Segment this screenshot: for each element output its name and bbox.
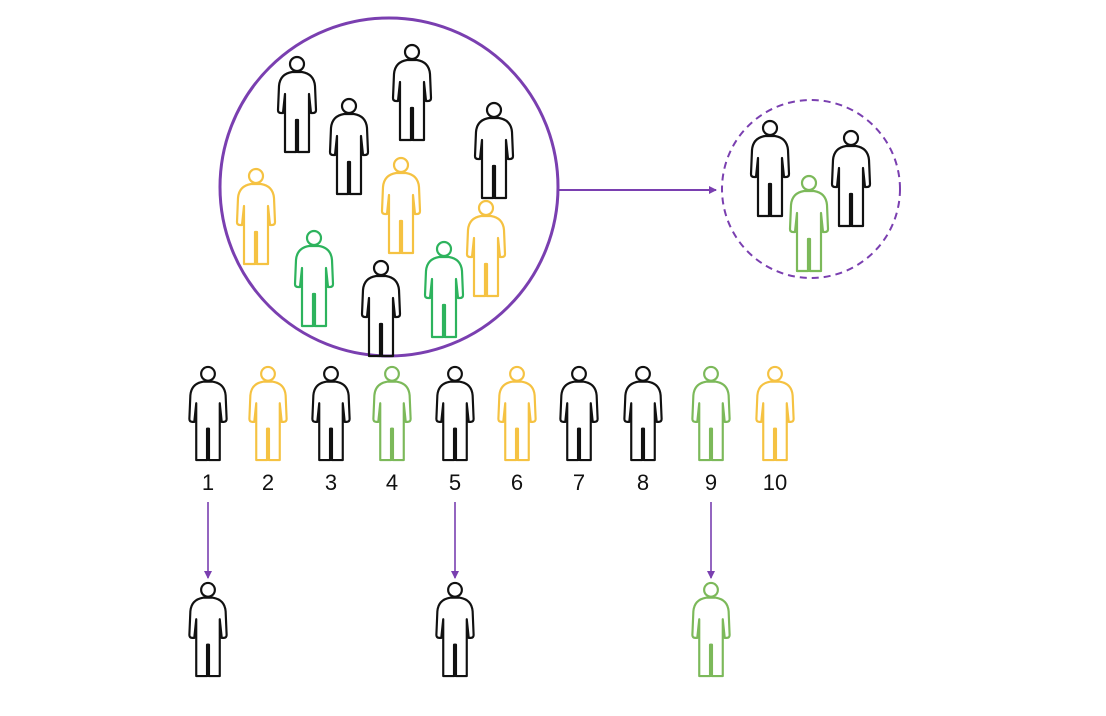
- lineup-person: [311, 365, 351, 462]
- lineup-person: [188, 365, 228, 462]
- population-person: [473, 101, 515, 200]
- lineup-person: [623, 365, 663, 462]
- selected-people: [188, 581, 731, 678]
- lineup-number: 1: [202, 470, 214, 495]
- population-person: [328, 97, 370, 196]
- lineup-person: [755, 365, 795, 462]
- population-person: [391, 43, 433, 142]
- population-people: [235, 43, 515, 358]
- population-person: [293, 229, 335, 328]
- population-person: [423, 240, 465, 339]
- population-person: [235, 167, 277, 266]
- lineup-number: 4: [386, 470, 398, 495]
- lineup-person: [248, 365, 288, 462]
- selected-person: [188, 581, 228, 678]
- population-person: [360, 259, 402, 358]
- selection-arrows: [204, 502, 715, 579]
- selected-person: [691, 581, 731, 678]
- sample-person: [830, 129, 872, 228]
- selected-person: [435, 581, 475, 678]
- population-circle: [218, 16, 560, 358]
- numbered-lineup: 1 2 3 4 5 6 7 8 9 10: [188, 365, 795, 495]
- lineup-number: 8: [637, 470, 649, 495]
- lineup-number: 5: [449, 470, 461, 495]
- lineup-person: [372, 365, 412, 462]
- lineup-person: [497, 365, 537, 462]
- sample-circle: [721, 99, 901, 279]
- lineup-person: [435, 365, 475, 462]
- lineup-person: [559, 365, 599, 462]
- lineup-number: 2: [262, 470, 274, 495]
- lineup-number: 6: [511, 470, 523, 495]
- sample-person: [788, 174, 830, 273]
- sample-people: [749, 119, 872, 273]
- population-person: [465, 199, 507, 298]
- lineup-number: 10: [763, 470, 787, 495]
- lineup-number: 3: [325, 470, 337, 495]
- lineup-person: [691, 365, 731, 462]
- population-person: [380, 156, 422, 255]
- lineup-number: 9: [705, 470, 717, 495]
- lineup-number: 7: [573, 470, 585, 495]
- sample-person: [749, 119, 791, 218]
- population-person: [276, 55, 318, 154]
